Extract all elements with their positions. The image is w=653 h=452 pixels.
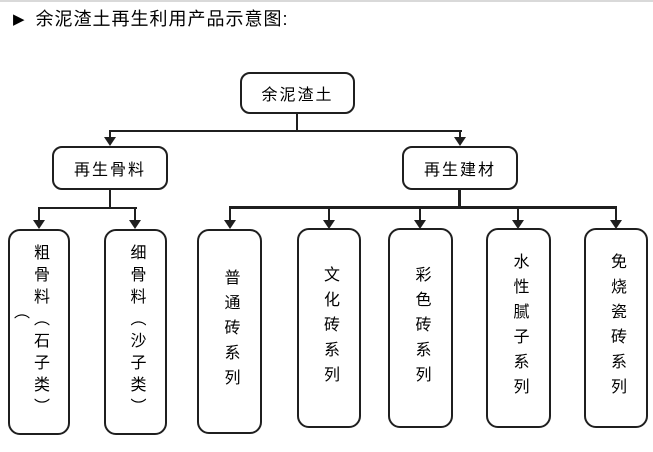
connector-aggregate-hline (38, 207, 137, 209)
connector-leaf2-drop (134, 207, 136, 221)
stray-paren-glyph: （ (11, 303, 28, 319)
arrow-down-icon (129, 220, 141, 229)
page-title: 余泥渣土再生利用产品示意图: (35, 9, 289, 29)
connector-material-hline (229, 206, 617, 209)
connector-leaf5-drop (419, 207, 421, 221)
connector-leaf4-drop (328, 207, 330, 221)
node-leaf-color-brick: 彩色砖系列 (388, 228, 453, 428)
connector-branch1-drop (109, 130, 111, 138)
node-leaf-culture-brick: 文化砖系列 (297, 228, 361, 428)
node-leaf-common-brick-label: 普通砖系列 (221, 269, 239, 394)
node-branch-material-label: 再生建材 (423, 162, 496, 179)
node-branch-aggregate-label: 再生骨料 (73, 162, 146, 179)
node-leaf-fine-aggregate: 细骨料（沙子类） (104, 229, 167, 435)
connector-root-stub (296, 113, 298, 132)
node-leaf-ceramic-tile: 免烧瓷砖系列 (584, 228, 648, 428)
arrow-down-icon (414, 220, 426, 229)
arrow-down-icon (323, 220, 335, 229)
node-leaf-ceramic-tile-label: 免烧瓷砖系列 (608, 253, 625, 403)
connector-leaf7-drop (615, 207, 617, 221)
connector-level1-hline (109, 130, 462, 132)
node-leaf-common-brick: 普通砖系列 (197, 229, 262, 434)
node-root-label: 余泥渣土 (261, 87, 334, 104)
connector-leaf6-drop (517, 207, 519, 221)
page-header: ▶ 余泥渣土再生利用产品示意图: (13, 8, 289, 30)
arrow-down-icon (33, 220, 45, 229)
connector-material-stub (458, 189, 461, 209)
arrow-down-icon (610, 220, 622, 229)
arrow-down-icon (512, 220, 524, 229)
connector-leaf3-drop (229, 207, 231, 221)
connector-aggregate-stub (109, 189, 111, 209)
node-leaf-fine-aggregate-label: 细骨料（沙子类） (127, 244, 145, 420)
node-leaf-color-brick-label: 彩色砖系列 (412, 265, 430, 391)
page-top-divider (0, 0, 653, 2)
node-branch-aggregate: 再生骨料 (52, 146, 168, 190)
list-bullet-icon: ▶ (13, 10, 25, 28)
node-leaf-coarse-aggregate: 粗骨料（石子类） （ (8, 229, 70, 435)
node-root: 余泥渣土 (240, 72, 355, 114)
node-leaf-putty: 水性腻子系列 (486, 228, 551, 428)
node-leaf-coarse-aggregate-label: 粗骨料（石子类） (31, 244, 48, 420)
node-branch-material: 再生建材 (402, 146, 518, 190)
connector-branch2-drop (459, 130, 461, 138)
arrow-down-icon (454, 137, 466, 146)
arrow-down-icon (224, 220, 236, 229)
node-leaf-putty-label: 水性腻子系列 (510, 253, 528, 403)
arrow-down-icon (104, 137, 116, 146)
connector-leaf1-drop (38, 207, 40, 221)
node-leaf-culture-brick-label: 文化砖系列 (321, 265, 338, 391)
